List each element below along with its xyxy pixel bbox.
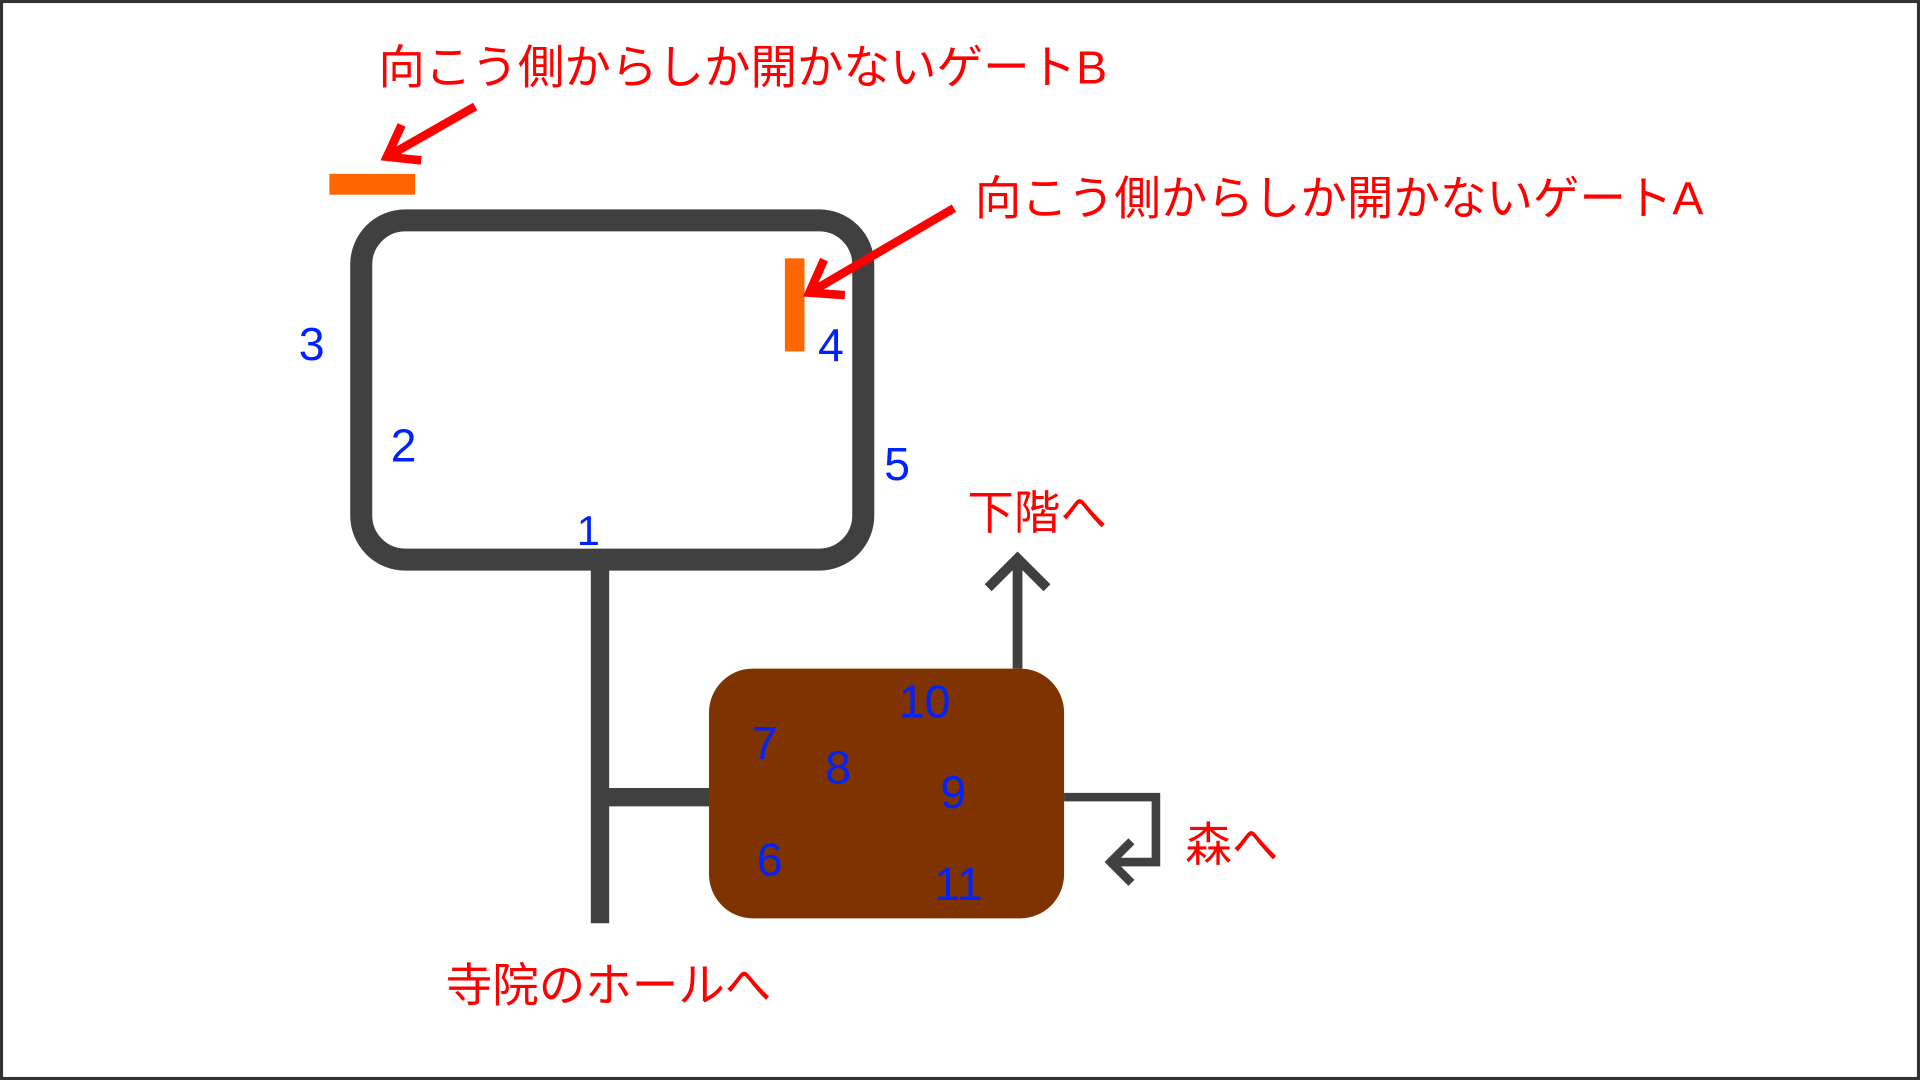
gate-b-pointer-icon: [380, 102, 478, 165]
point-7: 7: [752, 717, 778, 769]
loop-path: [350, 209, 875, 571]
forest-label: 森へ: [1185, 819, 1278, 871]
gate-b-label: 向こう側からしか開かないゲートB: [378, 41, 1107, 93]
point-5: 5: [884, 438, 910, 490]
point-4: 4: [818, 319, 844, 371]
room-area: [708, 668, 1065, 919]
downstairs-label: 下階へ: [967, 487, 1107, 539]
up-arrow-icon: [984, 551, 1051, 669]
point-3: 3: [299, 318, 325, 370]
gate-a: [784, 258, 805, 352]
point-6: 6: [757, 834, 783, 886]
gate-b: [329, 173, 416, 195]
point-9: 9: [940, 766, 966, 818]
point-11: 11: [934, 858, 982, 910]
temple-hall-label: 寺院のホールへ: [446, 960, 772, 1012]
gate-a-label: 向こう側からしか開かないゲートA: [975, 172, 1704, 224]
point-8: 8: [825, 742, 851, 794]
forest-arrow-icon: [1064, 792, 1161, 886]
point-2: 2: [391, 420, 417, 472]
gate-a-pointer-icon: [802, 204, 957, 300]
point-10: 10: [899, 676, 951, 728]
point-1: 1: [577, 507, 600, 554]
